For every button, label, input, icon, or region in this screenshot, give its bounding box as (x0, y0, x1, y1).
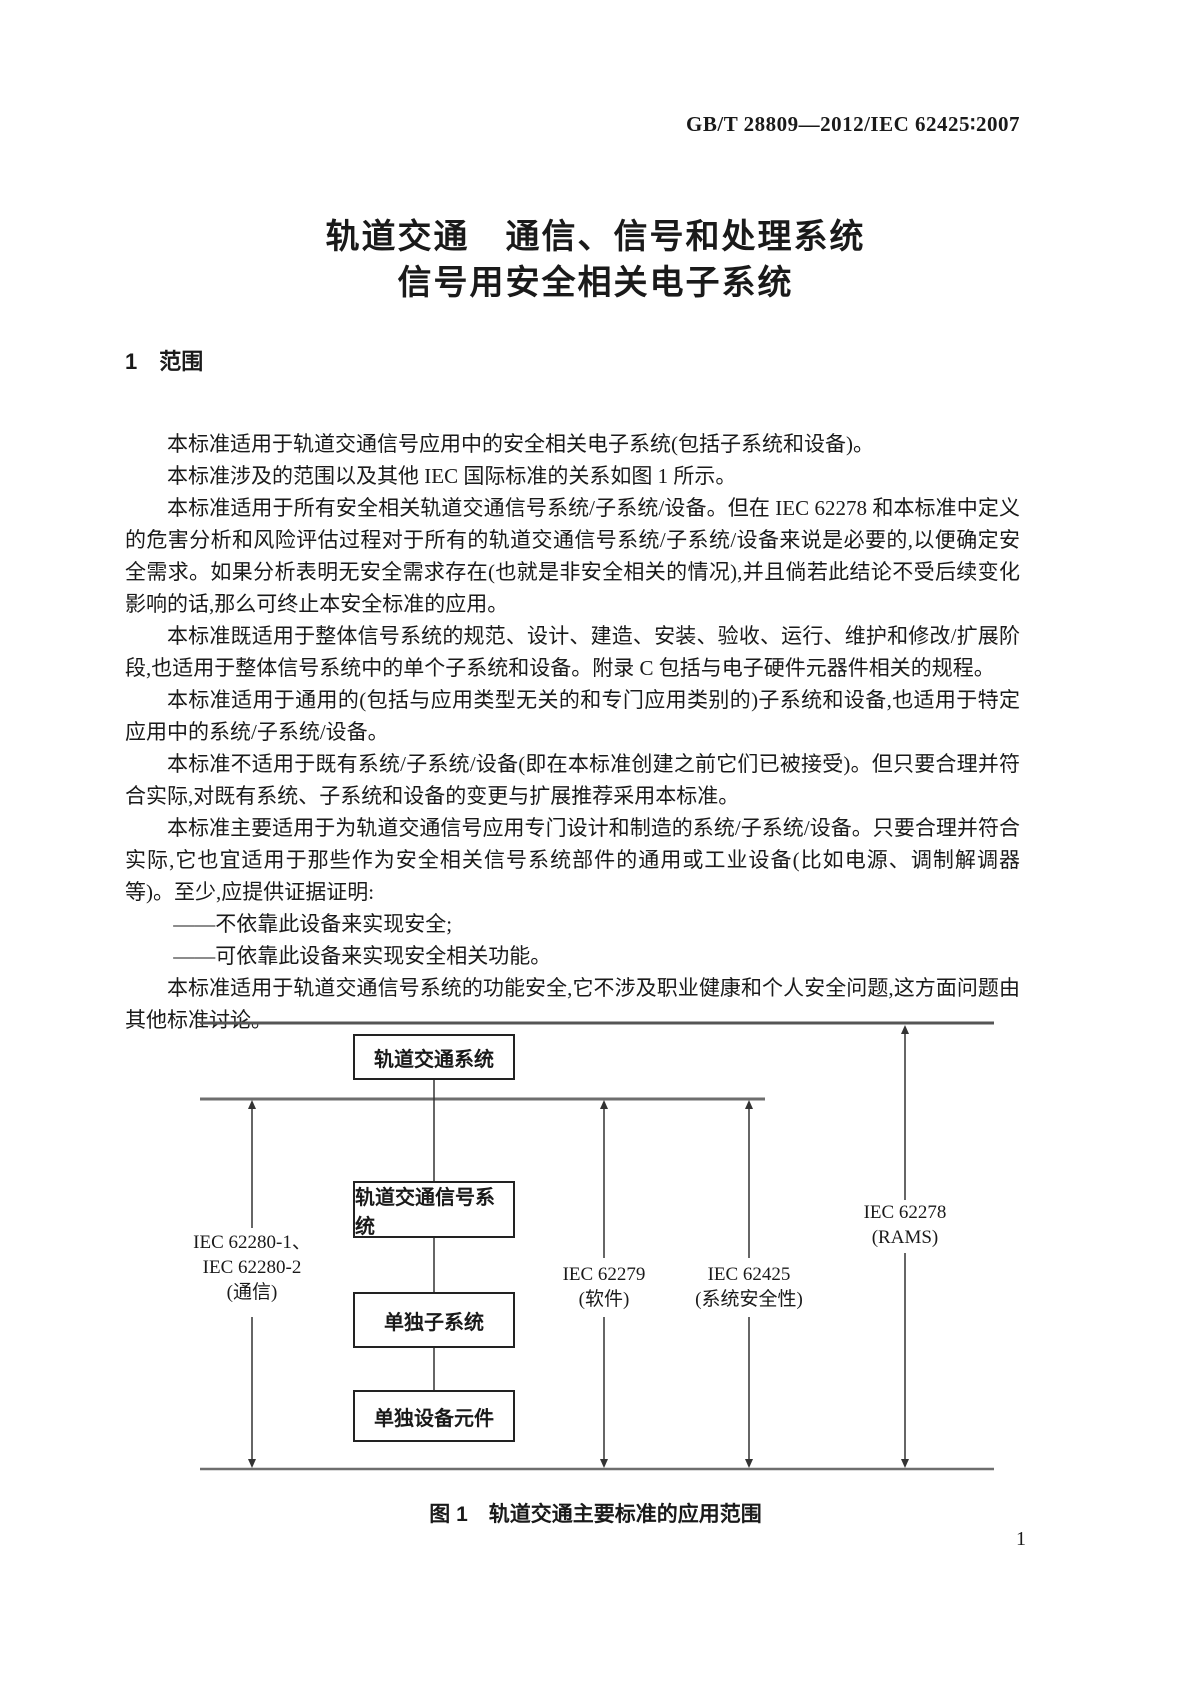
paragraph: 本标准涉及的范围以及其他 IEC 国际标准的关系如图 1 所示。 (167, 464, 737, 488)
paragraph: 本标准适用于轨道交通信号系统的功能安全,它不涉及职业健康和个人安全问题,这方面问… (125, 976, 1020, 1032)
document-title: 轨道交通 通信、信号和处理系统 信号用安全相关电子系统 (0, 214, 1191, 306)
diagram-box-rail-transit-signal-system: 轨道交通信号系统 (353, 1181, 515, 1238)
standard-designation-header: GB/T 28809—2012/IEC 62425∶2007 (686, 112, 1020, 136)
label-iec-62425-line1: IEC 62425 (707, 1264, 791, 1285)
paragraph: 本标准适用于所有安全相关轨道交通信号系统/子系统/设备。但在 IEC 62278… (125, 496, 1020, 616)
label-iec-62279: IEC 62279 (软件) (549, 1262, 659, 1312)
label-iec-62280: IEC 62280-1、 IEC 62280-2 (通信) (182, 1230, 322, 1305)
body-text-block: 本标准适用于轨道交通信号应用中的安全相关电子系统(包括子系统和设备)。 本标准涉… (125, 428, 1020, 1036)
document-title-line2: 信号用安全相关电子系统 (397, 264, 794, 302)
diagram-box-rail-transit-system: 轨道交通系统 (353, 1034, 515, 1080)
dash-list-item: ——不依靠此设备来实现安全; (173, 912, 453, 936)
diagram-box-individual-equipment: 单独设备元件 (353, 1390, 515, 1442)
dash-list-item: ——可依靠此设备来实现安全相关功能。 (173, 944, 552, 968)
label-iec-62425-line2: (系统安全性) (695, 1289, 803, 1310)
document-title-line1: 轨道交通 通信、信号和处理系统 (325, 218, 866, 256)
section-heading: 1 范围 (125, 344, 203, 376)
label-iec-62280-line3: (通信) (226, 1282, 278, 1303)
section-heading-label: 范围 (159, 349, 204, 374)
label-iec-62279-line1: IEC 62279 (562, 1264, 646, 1285)
label-iec-62278-line2: (RAMS) (871, 1227, 939, 1248)
paragraph: 本标准适用于通用的(包括与应用类型无关的和专门应用类别的)子系统和设备,也适用于… (125, 688, 1020, 744)
figure1-diagram-lines (200, 1021, 994, 1471)
paragraph: 本标准既适用于整体信号系统的规范、设计、建造、安装、验收、运行、维护和修改/扩展… (125, 624, 1020, 680)
label-iec-62280-line1: IEC 62280-1、 (193, 1232, 311, 1253)
label-iec-62278: IEC 62278 (RAMS) (845, 1200, 965, 1250)
label-iec-62280-line2: IEC 62280-2 (202, 1257, 302, 1278)
label-iec-62425: IEC 62425 (系统安全性) (679, 1262, 819, 1312)
figure-caption: 图 1 轨道交通主要标准的应用范围 (429, 1503, 762, 1526)
section-number: 1 (125, 349, 138, 374)
label-iec-62279-line2: (软件) (578, 1289, 630, 1310)
paragraph: 本标准主要适用于为轨道交通信号应用专门设计和制造的系统/子系统/设备。只要合理并… (125, 816, 1020, 904)
diagram-box-individual-subsystem: 单独子系统 (353, 1292, 515, 1348)
paragraph: 本标准适用于轨道交通信号应用中的安全相关电子系统(包括子系统和设备)。 (167, 432, 874, 456)
page-number: 1 (1016, 1528, 1026, 1550)
paragraph: 本标准不适用于既有系统/子系统/设备(即在本标准创建之前它们已被接受)。但只要合… (125, 752, 1020, 808)
label-iec-62278-line1: IEC 62278 (863, 1202, 947, 1223)
